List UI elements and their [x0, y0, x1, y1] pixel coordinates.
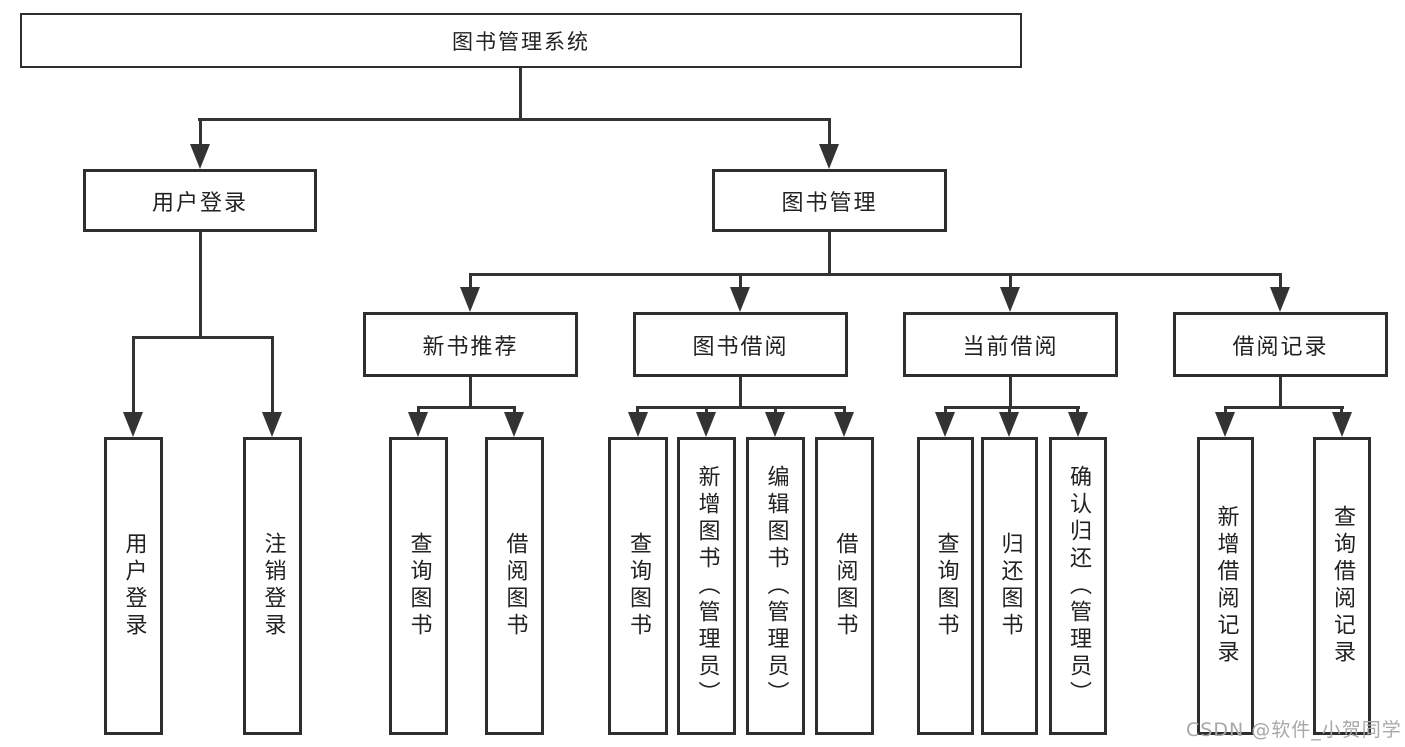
arrowhead-leaf	[1068, 412, 1088, 437]
connector-drop-leaf-logout	[271, 336, 274, 415]
arrowhead-leaf	[628, 412, 648, 437]
leaf-edit-book-admin: 编辑图书（管理员）	[746, 437, 805, 735]
leaf-query-book-borrow: 查询图书	[608, 437, 668, 735]
node-user-login: 用户登录	[83, 169, 317, 232]
leaf-user-login: 用户登录	[104, 437, 163, 735]
arrowhead-leaf	[408, 412, 428, 437]
leaf-borrow-book: 借阅图书	[815, 437, 874, 735]
connector-book-borrow-bus	[636, 406, 846, 409]
arrowhead-leaf-user-login	[123, 412, 143, 437]
connector-current-borrow-stem	[1009, 377, 1012, 409]
leaf-add-book-admin: 新增图书（管理员）	[677, 437, 736, 735]
connector-drop-leaf	[843, 406, 846, 416]
arrowhead-book-borrow	[730, 287, 750, 312]
connector-root-stem	[519, 68, 522, 121]
connector-drop-user-login	[199, 118, 202, 148]
connector-new-book-recommend-stem	[469, 377, 472, 409]
arrowhead-leaf-logout	[262, 412, 282, 437]
connector-user-login-stem	[199, 232, 202, 339]
connector-new-book-recommend-bus	[417, 406, 516, 409]
arrowhead-book-management	[819, 144, 839, 169]
connector-drop-book-management	[828, 118, 831, 148]
connector-drop-leaf	[1340, 406, 1343, 416]
arrowhead-borrow-records	[1270, 287, 1290, 312]
arrowhead-leaf	[1215, 412, 1235, 437]
connector-drop-book-borrow	[739, 276, 742, 289]
arrowhead-leaf	[696, 412, 716, 437]
node-book-management: 图书管理	[712, 169, 947, 232]
leaf-confirm-return-admin: 确认归还（管理员）	[1049, 437, 1107, 735]
csdn-watermark: CSDN @软件_小贺同学	[1186, 719, 1402, 741]
leaf-logout: 注销登录	[243, 437, 302, 735]
connector-borrow-records-stem	[1279, 377, 1282, 409]
connector-user-login-bus	[132, 336, 274, 339]
connector-drop-leaf	[636, 406, 639, 416]
arrowhead-leaf	[765, 412, 785, 437]
connector-drop-leaf	[417, 406, 420, 416]
node-new-book-recommend: 新书推荐	[363, 312, 578, 377]
leaf-query-borrow-record: 查询借阅记录	[1313, 437, 1371, 735]
arrowhead-leaf	[999, 412, 1019, 437]
connector-drop-leaf	[1008, 406, 1011, 416]
connector-drop-leaf	[705, 406, 708, 416]
arrowhead-leaf	[834, 412, 854, 437]
leaf-return-book: 归还图书	[981, 437, 1038, 735]
arrowhead-current-borrow	[1000, 287, 1020, 312]
leaf-query-book-current: 查询图书	[917, 437, 974, 735]
connector-drop-leaf	[513, 406, 516, 416]
connector-book-borrow-stem	[739, 377, 742, 409]
connector-drop-leaf	[1224, 406, 1227, 416]
connector-level2-bus	[198, 118, 831, 121]
connector-drop-leaf	[944, 406, 947, 416]
arrowhead-leaf	[1332, 412, 1352, 437]
connector-drop-borrow-records	[1279, 276, 1282, 289]
leaf-query-book-recommend: 查询图书	[389, 437, 448, 735]
connector-drop-leaf	[774, 406, 777, 416]
node-current-borrow: 当前借阅	[903, 312, 1118, 377]
arrowhead-leaf	[935, 412, 955, 437]
arrowhead-leaf	[504, 412, 524, 437]
arrowhead-user-login	[190, 144, 210, 169]
connector-borrow-records-bus	[1224, 406, 1344, 409]
arrowhead-new-book-recommend	[460, 287, 480, 312]
node-book-borrow: 图书借阅	[633, 312, 848, 377]
leaf-add-borrow-record: 新增借阅记录	[1197, 437, 1254, 735]
connector-drop-leaf	[1076, 406, 1079, 416]
connector-level3-bus	[469, 273, 1282, 276]
leaf-borrow-book-recommend: 借阅图书	[485, 437, 544, 735]
connector-drop-leaf-user-login	[132, 336, 135, 415]
connector-book-management-stem	[828, 232, 831, 276]
connector-current-borrow-bus	[944, 406, 1080, 409]
connector-drop-current-borrow	[1009, 276, 1012, 289]
node-borrow-records: 借阅记录	[1173, 312, 1388, 377]
node-root: 图书管理系统	[20, 13, 1022, 68]
connector-drop-new-book-recommend	[469, 276, 472, 289]
